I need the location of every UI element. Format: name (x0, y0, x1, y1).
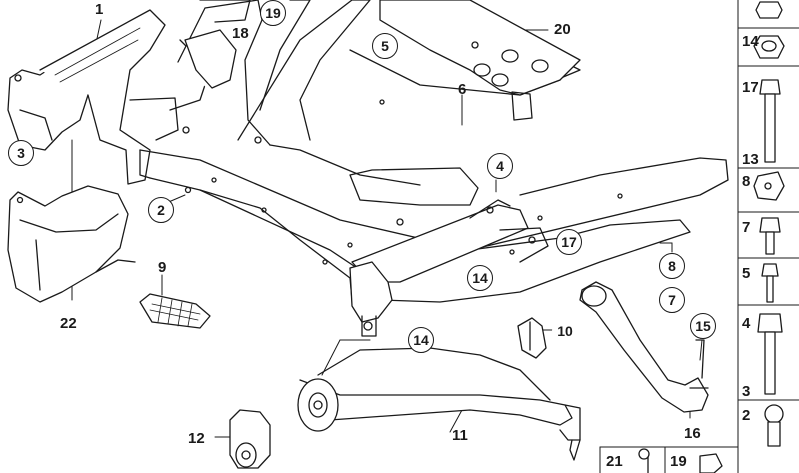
callout-3: 3 (8, 140, 34, 166)
side-label-7: 7 (742, 219, 751, 236)
callout-9: 9 (158, 259, 167, 276)
callout-19-bottom: 19 (670, 453, 687, 470)
tension-strut-16 (579, 281, 709, 413)
bushing-12 (229, 409, 271, 469)
callout-19: 19 (260, 0, 286, 26)
callout-10: 10 (552, 318, 578, 344)
callout-14: 14 (467, 265, 493, 291)
side-label-4: 4 (742, 315, 751, 332)
callout-5: 5 (372, 33, 398, 59)
control-arm-11 (297, 347, 581, 461)
side-label-13: 13 (742, 151, 759, 168)
callout-16: 16 (684, 425, 701, 442)
callout-17: 17 (556, 229, 582, 255)
callout-7: 7 (659, 287, 685, 313)
side-label-8: 8 (742, 173, 751, 190)
callout-8: 8 (659, 253, 685, 279)
pad-part (139, 293, 211, 329)
callout-20: 20 (554, 21, 571, 38)
callout-15: 15 (690, 313, 716, 339)
callout-22: 22 (60, 315, 77, 332)
callout-2: 2 (148, 197, 174, 223)
callout-12: 12 (188, 430, 205, 447)
side-label-14: 14 (742, 33, 759, 50)
callout-11: 11 (452, 427, 468, 444)
side-label-2: 2 (742, 407, 751, 424)
rubber-stop-10 (517, 317, 547, 359)
heat-shield (379, 0, 581, 121)
callout-1: 1 (95, 1, 104, 18)
bracket-18 (184, 0, 251, 89)
side-label-5: 5 (742, 265, 751, 282)
callout-14-lower: 14 (408, 327, 434, 353)
callout-4: 4 (487, 153, 513, 179)
hardware-column (599, 0, 799, 473)
callout-18: 18 (232, 25, 249, 42)
callout-21: 21 (606, 453, 623, 470)
front-bracket (39, 9, 211, 185)
mount (349, 261, 393, 337)
side-label-17: 17 (742, 79, 759, 96)
side-label-3: 3 (742, 383, 751, 400)
left-cover (7, 185, 136, 303)
callout-6: 6 (458, 81, 467, 98)
